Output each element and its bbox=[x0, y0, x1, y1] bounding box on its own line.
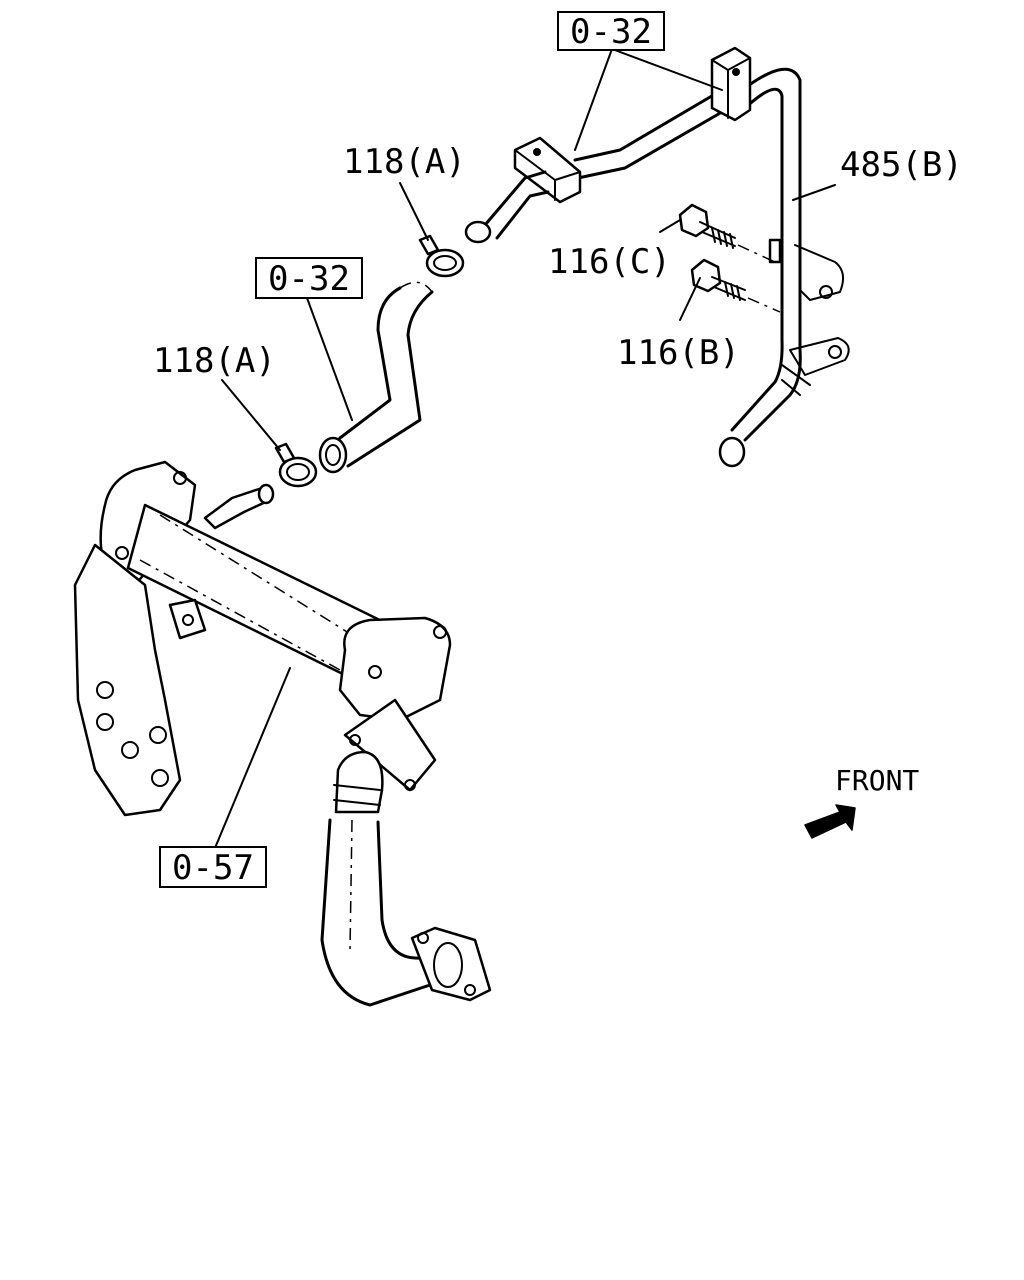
label-part-118a-top: 118(A) bbox=[343, 142, 466, 182]
coolant-pipe-485b bbox=[464, 46, 850, 468]
label-ref-0-32-mid: 0-32 bbox=[255, 257, 363, 299]
svg-text:0-32: 0-32 bbox=[570, 12, 652, 52]
svg-text:0-32: 0-32 bbox=[268, 259, 350, 299]
label-front: FRONT bbox=[835, 764, 919, 797]
label-part-118a-left: 118(A) bbox=[153, 341, 276, 381]
outlet-pipe bbox=[320, 698, 492, 1007]
label-ref-0-32-top: 0-32 bbox=[557, 11, 665, 52]
clamp-118a-left bbox=[274, 442, 318, 488]
label-ref-0-57: 0-57 bbox=[159, 846, 267, 888]
clamp-118a-top bbox=[418, 234, 465, 278]
leader-lines bbox=[214, 48, 836, 849]
egr-cooler-0-57 bbox=[73, 460, 452, 817]
svg-text:0-57: 0-57 bbox=[172, 848, 254, 888]
hose-0-32 bbox=[318, 281, 434, 474]
bolt-116b bbox=[690, 258, 781, 313]
front-arrow-icon bbox=[804, 804, 856, 839]
label-part-485b: 485(B) bbox=[840, 145, 963, 185]
bolt-116c bbox=[678, 203, 776, 263]
label-part-116c: 116(C) bbox=[548, 242, 671, 282]
label-part-116b: 116(B) bbox=[617, 333, 740, 373]
